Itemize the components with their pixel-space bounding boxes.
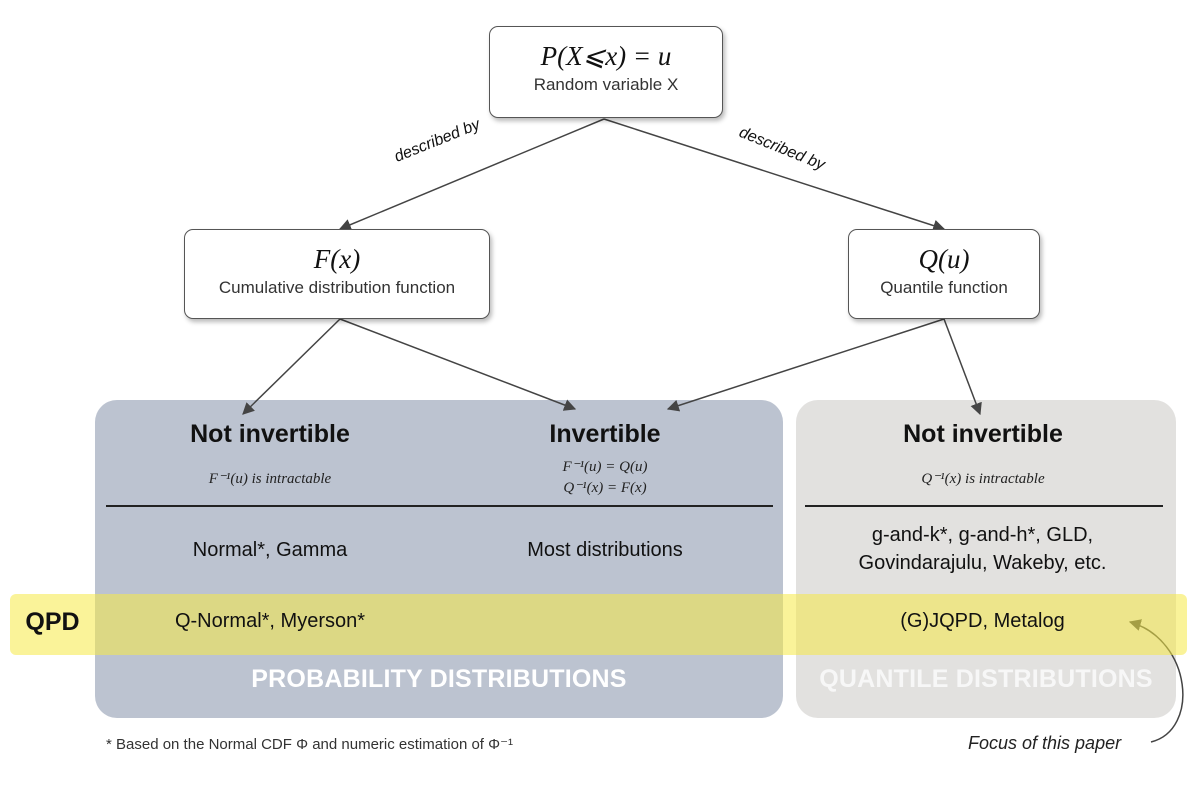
heading-quant-not-invertible: Not invertible (903, 420, 1063, 448)
edge-quantile-to-invertible (666, 318, 945, 412)
formula-cdf: F(x) (313, 244, 361, 274)
node-label-cdf: Cumulative distribution function (218, 278, 456, 297)
node-quantile-function: Q(u) Quantile function (848, 229, 1040, 319)
probability-distributions-panel (95, 400, 783, 718)
edge-cdf-to-not-invertible (242, 318, 341, 415)
qpd-band-label: QPD (25, 608, 80, 636)
edge-cdf-to-invertible (339, 318, 577, 411)
divider-quantile (805, 505, 1163, 507)
examples-quant-line1: g-and-k*, g-and-h*, GLD, (871, 524, 1094, 546)
qpd-highlight-band (10, 594, 1187, 655)
qpd-quant-examples: (G)JQPD, Metalog (900, 610, 1065, 632)
heading-prob-not-invertible: Not invertible (190, 420, 350, 448)
caption-quantile-distributions: QUANTILE DISTRIBUTIONS (819, 665, 1153, 693)
divider-probability (106, 505, 773, 507)
node-random-variable: P(X⩽x) = u Random variable X (489, 26, 723, 118)
focus-note: Focus of this paper (968, 733, 1122, 753)
edge-quantile-to-not-invertible (943, 318, 982, 416)
footnote: * Based on the Normal CDF Φ and numeric … (106, 736, 514, 753)
examples-quant-line2: Govindarajulu, Wakeby, etc. (858, 552, 1107, 574)
examples-prob-invertible: Most distributions (527, 539, 683, 561)
node-cdf: F(x) Cumulative distribution function (184, 229, 490, 319)
condition-prob-not-invertible: F⁻¹(u) is intractable (208, 471, 332, 487)
examples-prob-not-invertible: Normal*, Gamma (192, 539, 348, 561)
quantile-distributions-panel (796, 400, 1176, 718)
formula-probability: P(X⩽x) = u (540, 41, 672, 71)
condition-invertible-line2: Q⁻¹(x) = F(x) (563, 480, 647, 496)
edge-top-to-cdf (338, 118, 605, 231)
formula-quantile: Q(u) (918, 244, 970, 274)
node-label-quantile: Quantile function (880, 278, 1008, 297)
caption-probability-distributions: PROBABILITY DISTRIBUTIONS (251, 665, 627, 693)
heading-prob-invertible: Invertible (549, 420, 661, 448)
condition-invertible-line1: F⁻¹(u) = Q(u) (562, 459, 648, 475)
condition-quant-not-invertible: Q⁻¹(x) is intractable (921, 471, 1045, 487)
node-label-random-variable: Random variable X (533, 75, 679, 94)
qpd-prob-examples: Q-Normal*, Myerson* (174, 610, 366, 632)
edge-top-to-quantile (603, 118, 946, 232)
